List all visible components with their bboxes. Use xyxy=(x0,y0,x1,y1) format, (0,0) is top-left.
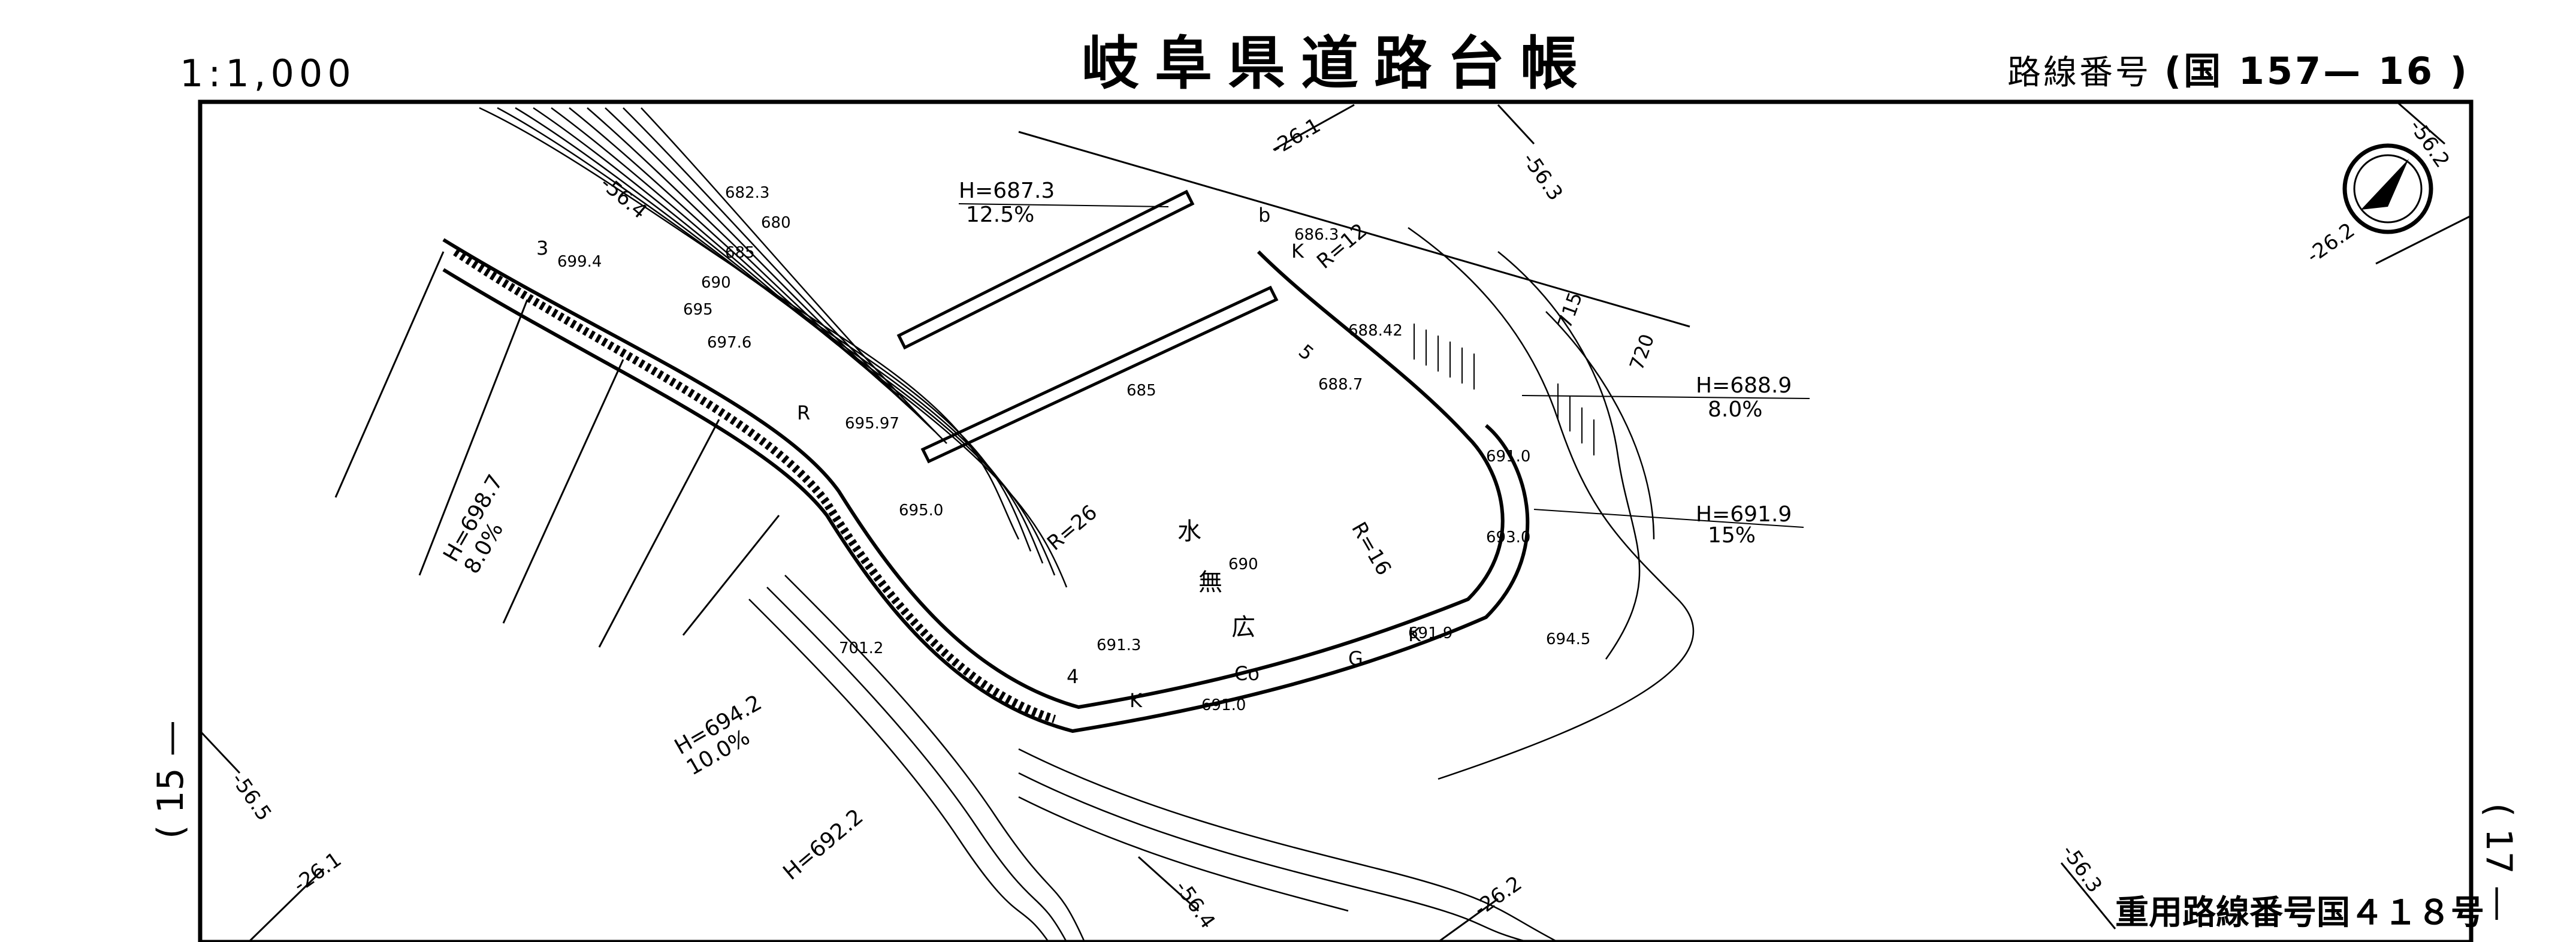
page-title: 岐阜県道路台帳 xyxy=(1082,30,1593,97)
svg-text:688.7: 688.7 xyxy=(1318,376,1363,394)
number-3: 3 xyxy=(536,237,548,259)
svg-text:697.6: 697.6 xyxy=(707,334,751,352)
grade-h-3: H=691.9 xyxy=(1696,502,1792,527)
svg-text:680: 680 xyxy=(761,214,791,232)
svg-text:701.2: 701.2 xyxy=(839,639,883,657)
svg-text:-56.3: -56.3 xyxy=(1518,148,1568,205)
svg-text:690: 690 xyxy=(701,274,731,292)
north-arrow xyxy=(2342,143,2433,234)
svg-text:-56.2: -56.2 xyxy=(2405,115,2454,172)
contour-lines xyxy=(479,107,1695,942)
radius-3: R=16 xyxy=(1346,518,1396,580)
r-label: R xyxy=(797,401,810,424)
elevation-labels: 686.3 688.42 688.7 682.3 680 685 690 695… xyxy=(557,184,1590,714)
svg-text:695.0: 695.0 xyxy=(899,502,943,520)
svg-text:695: 695 xyxy=(683,301,713,319)
svg-text:-26.1: -26.1 xyxy=(1267,113,1325,161)
svg-text:-56.4: -56.4 xyxy=(596,171,651,224)
overlap-route-note: 重用路線番号国４１８号 xyxy=(2115,893,2484,932)
b-label: b xyxy=(1258,204,1270,227)
co-label: Co xyxy=(1234,662,1260,685)
map-frame xyxy=(198,99,2474,942)
map-annotations: 水 無 広 K K K Co G 3 4 5 715 720 R b xyxy=(536,204,1659,712)
radius-2: R=26 xyxy=(1043,500,1102,555)
svg-text:682.3: 682.3 xyxy=(725,184,769,202)
svg-text:695.97: 695.97 xyxy=(845,415,899,433)
svg-text:686.3: 686.3 xyxy=(1294,226,1339,244)
svg-text:-26.1: -26.1 xyxy=(289,847,346,897)
svg-text:-56.3: -56.3 xyxy=(2057,840,2107,897)
svg-text:-26.2: -26.2 xyxy=(1469,871,1526,921)
route-number-value: (国 157— 16 ) xyxy=(2164,49,2469,93)
route-number-label: 路線番号 xyxy=(2007,53,2151,92)
svg-text:691.9: 691.9 xyxy=(1408,624,1452,642)
road-alignment xyxy=(442,238,1530,733)
k-label-2: K xyxy=(1408,623,1421,646)
svg-text:688.42: 688.42 xyxy=(1348,322,1403,340)
radius-labels: R=12 R=26 R=16 xyxy=(1043,219,1396,579)
place-label: 広 xyxy=(1231,614,1255,641)
k-label-3: K xyxy=(1291,240,1304,262)
grade-h-1: H=687.3 xyxy=(959,179,1055,203)
grid-lines xyxy=(199,101,2472,942)
svg-text:-56.5: -56.5 xyxy=(227,768,276,825)
svg-text:694.5: 694.5 xyxy=(1546,630,1590,648)
grade-h-2: H=688.9 xyxy=(1696,373,1792,398)
grade-g-2: 8.0% xyxy=(1708,397,1762,422)
number-720: 720 xyxy=(1625,331,1659,373)
k-label-1: K xyxy=(1130,689,1143,712)
svg-text:-56.4: -56.4 xyxy=(1170,876,1220,933)
number-4: 4 xyxy=(1067,665,1079,688)
g-label: G xyxy=(1348,647,1363,670)
grade-g-1: 12.5% xyxy=(966,203,1034,227)
number-715: 715 xyxy=(1553,289,1587,331)
bridges xyxy=(896,189,1279,464)
grade-labels: H=687.3 12.5% H=688.9 8.0% H=691.9 15% H… xyxy=(439,179,1810,885)
svg-text:693.0: 693.0 xyxy=(1486,529,1530,547)
number-5: 5 xyxy=(1294,340,1318,365)
svg-text:691.0: 691.0 xyxy=(1486,448,1530,466)
svg-text:691.3: 691.3 xyxy=(1097,636,1141,654)
svg-text:691.0: 691.0 xyxy=(1201,696,1246,714)
svg-text:685: 685 xyxy=(1127,382,1156,400)
stream-label: 水 xyxy=(1177,518,1201,545)
cliff-hatching xyxy=(1414,324,1594,455)
svg-text:690: 690 xyxy=(1228,555,1258,573)
route-number: 路線番号 (国 157— 16 ) xyxy=(2007,53,2469,90)
map-scale: 1:1,000 xyxy=(180,52,356,95)
river-label: 無 xyxy=(1198,569,1222,596)
grade-g-3: 15% xyxy=(1708,523,1756,548)
svg-text:685: 685 xyxy=(725,244,755,262)
grade-h-6: H=692.2 xyxy=(778,804,868,884)
svg-text:-26.2: -26.2 xyxy=(2302,218,2359,268)
svg-text:699.4: 699.4 xyxy=(557,253,602,271)
slope-hatching xyxy=(334,251,780,648)
